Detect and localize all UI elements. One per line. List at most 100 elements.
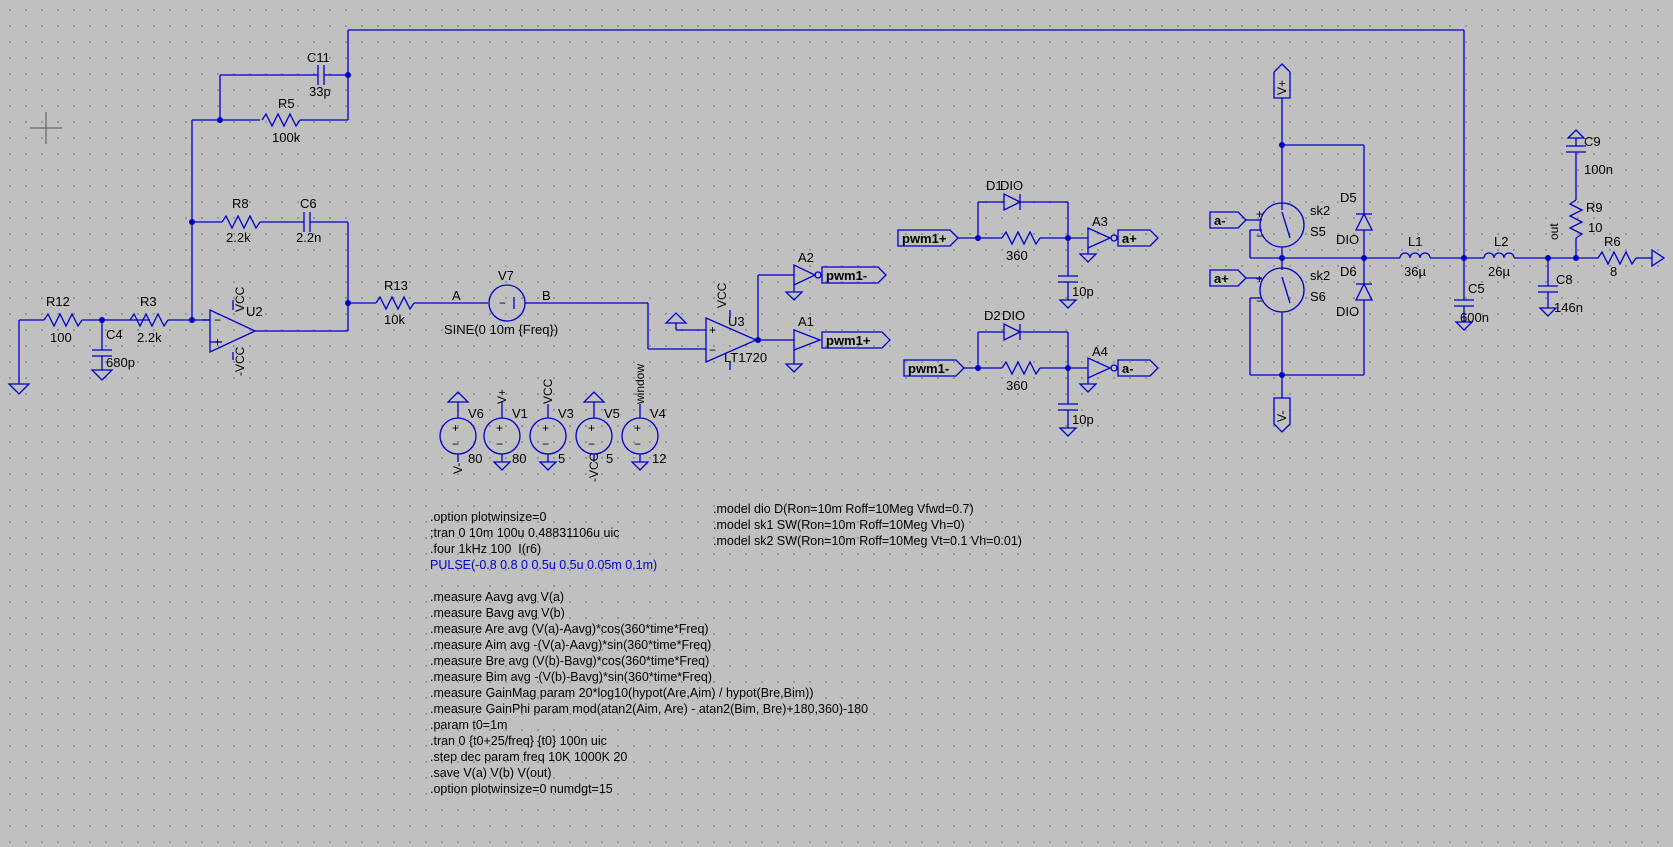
voltage-source-v5[interactable]: + − V5 5 -VCC <box>575 391 620 482</box>
inverter-a3[interactable]: A3 <box>1078 214 1118 263</box>
spice-directives-right[interactable]: .model dio D(Ron=10m Roff=10Meg Vfwd=0.7… <box>713 501 1022 549</box>
inductor-l1[interactable]: L1 36µ <box>1399 234 1464 279</box>
spice-directive-line[interactable]: .measure GainPhi param mod(atan2(Aim, Ar… <box>430 702 869 716</box>
spice-directive-line[interactable]: .measure Bavg avg V(b) <box>430 606 565 620</box>
netlabel-pwm1-minus-a2[interactable]: pwm1- <box>821 266 887 284</box>
voltage-source-v7[interactable]: − V7 SINE(0 10m {Freq}) <box>444 268 648 337</box>
opamp-u2[interactable]: − + U2 VCC -VCC <box>202 286 348 376</box>
capacitor-c8[interactable]: C8 146n <box>1538 258 1583 317</box>
spice-directive-line[interactable]: .four 1kHz 100 I(r6) <box>430 542 542 556</box>
spice-directives-left[interactable]: .option plotwinsize=0 ;tran 0 10m 100u 0.… <box>430 509 868 797</box>
inverter-a4[interactable]: A4 <box>1078 344 1118 393</box>
spice-directive-line[interactable]: .model sk1 SW(Ron=10m Roff=10Meg Vh=0) <box>713 518 965 532</box>
capacitor-c9[interactable]: C9 100n <box>1566 129 1613 200</box>
voltage-source-v3[interactable]: + − V3 5 VCC <box>529 378 574 471</box>
spice-directive-line[interactable]: PULSE(-0.8 0.8 0 0.5u 0.5u 0.05m 0.1m) <box>430 558 658 572</box>
resistor-r5[interactable]: R5 100k <box>261 96 348 145</box>
resistor-r3[interactable]: R3 2.2k <box>129 294 210 345</box>
resistor-r13[interactable]: R13 10k <box>375 278 488 327</box>
spice-directive-line[interactable]: .step dec param freq 10K 1000K 20 <box>430 750 628 764</box>
u3-label: U3 <box>728 314 745 329</box>
comparator-u3[interactable]: + − U3 LT1720 VCC <box>705 282 794 370</box>
d6-label: D6 <box>1340 264 1357 279</box>
spice-directive-line[interactable]: .measure GainMag param 20*log10(hypot(Ar… <box>430 686 814 700</box>
resistor-driver1[interactable]: 360 <box>1001 230 1068 263</box>
capacitor-driver1[interactable]: 10p <box>1058 238 1094 309</box>
netlabel-pwm1-plus-a1[interactable]: pwm1+ <box>821 331 891 349</box>
u2-vee: -VCC <box>233 346 247 376</box>
voltage-source-v1[interactable]: + − V1 80 V+ <box>483 389 528 471</box>
spice-directive-line[interactable]: .measure Bim avg -(V(b)-Bavg)*sin(360*ti… <box>430 670 713 684</box>
r3-label: R3 <box>140 294 157 309</box>
d1-label: D1 <box>986 178 1003 193</box>
netlabel-pwm1-minus-in[interactable]: pwm1- <box>903 359 965 377</box>
svg-text:360: 360 <box>1006 248 1028 263</box>
capacitor-c4[interactable]: C4 680p <box>90 320 135 381</box>
spice-directive-line[interactable]: .option plotwinsize=0 numdgt=15 <box>430 782 613 796</box>
c11-value: 33p <box>309 84 331 99</box>
spice-directive-line[interactable]: .measure Are avg (V(a)-Aavg)*cos(360*tim… <box>430 622 709 636</box>
netlabel-a-minus-out[interactable]: a- <box>1117 359 1159 377</box>
spice-directive-line[interactable]: .option plotwinsize=0 <box>430 510 547 524</box>
voltage-source-v6[interactable]: + − V6 80 V- <box>439 391 484 474</box>
c6-label: C6 <box>300 196 317 211</box>
spice-directive-line[interactable] <box>430 573 868 589</box>
netlabel-a-plus-out[interactable]: a+ <box>1117 229 1159 247</box>
inductor-l2[interactable]: L2 26µ <box>1483 234 1598 279</box>
resistor-r6[interactable]: R6 8 <box>1597 234 1666 279</box>
capacitor-c5[interactable]: C5 600n <box>1454 258 1489 331</box>
svg-text:-VCC: -VCC <box>587 452 601 482</box>
u2-label: U2 <box>246 304 263 319</box>
svg-text:pwm1+: pwm1+ <box>902 231 947 246</box>
svg-text:a+: a+ <box>1122 231 1137 246</box>
spice-directive-line[interactable]: .model dio D(Ron=10m Roff=10Meg Vfwd=0.7… <box>713 502 974 516</box>
svg-text:+: + <box>214 335 221 349</box>
spice-directive-line[interactable]: .tran 0 {t0+25/freq} {t0} 100n uic <box>430 734 607 748</box>
buffer-a1[interactable]: A1 <box>784 314 822 373</box>
switch-s5[interactable]: + − sk2 S5 <box>1256 202 1330 248</box>
r8-value: 2.2k <box>226 230 251 245</box>
switch-s6[interactable]: + − sk2 S6 <box>1256 267 1330 313</box>
svg-text:V4: V4 <box>650 406 666 421</box>
capacitor-c6[interactable]: C6 2.2n <box>296 196 348 245</box>
v7-label: V7 <box>498 268 514 283</box>
svg-text:a-: a- <box>1122 361 1134 376</box>
r5-label: R5 <box>278 96 295 111</box>
spice-directive-line[interactable]: ;tran 0 10m 100u 0.48831106u uic <box>430 526 620 540</box>
spice-directive-line[interactable]: .measure Aavg avg V(a) <box>430 590 565 604</box>
diode-d1[interactable]: D1 DIO <box>986 178 1068 212</box>
l2-label: L2 <box>1494 234 1508 249</box>
netlabel-pwm1-plus-in[interactable]: pwm1+ <box>897 229 959 247</box>
svg-text:80: 80 <box>512 451 526 466</box>
netlabel-vminus[interactable]: V- <box>1273 397 1291 433</box>
diode-d2[interactable]: D2 DIO <box>984 308 1068 342</box>
r12-value: 100 <box>50 330 72 345</box>
buffer-a2[interactable]: A2 <box>784 250 822 301</box>
c4-label: C4 <box>106 327 123 342</box>
c5-value: 600n <box>1460 310 1489 325</box>
netlabel-a-plus-s6[interactable]: a+ <box>1209 269 1247 287</box>
netlabel-vplus[interactable]: V+ <box>1273 63 1291 99</box>
c9-value: 100n <box>1584 162 1613 177</box>
crosshair-cursor-icon <box>30 112 62 144</box>
resistor-driver2[interactable]: 360 <box>1001 360 1068 393</box>
svg-text:+: + <box>588 421 595 435</box>
voltage-source-v4[interactable]: + − V4 12 window <box>621 364 666 471</box>
spice-directive-line[interactable]: .measure Bre avg (V(b)-Bavg)*cos(360*tim… <box>430 654 710 668</box>
diode-d6[interactable]: D6 DIO <box>1336 258 1374 375</box>
spice-directive-line[interactable]: .save V(a) V(b) V(out) <box>430 766 552 780</box>
svg-text:+: + <box>1256 272 1263 286</box>
capacitor-driver2[interactable]: 10p <box>1058 368 1094 437</box>
resistor-r8[interactable]: R8 2.2k <box>221 196 304 245</box>
netlabel-a-minus-s5[interactable]: a- <box>1209 211 1247 229</box>
resistor-r12[interactable]: R12 100 <box>19 294 150 345</box>
spice-directive-line[interactable]: .model sk2 SW(Ron=10m Roff=10Meg Vt=0.1 … <box>713 534 1022 548</box>
spice-directive-line[interactable]: .param t0=1m <box>430 718 508 732</box>
diode-d5[interactable]: D5 DIO <box>1336 190 1374 258</box>
r5-value: 100k <box>272 130 301 145</box>
r12-label: R12 <box>46 294 70 309</box>
resistor-r9[interactable]: R9 10 <box>1568 199 1603 258</box>
spice-directive-line[interactable]: .measure Aim avg -(V(a)-Aavg)*sin(360*ti… <box>430 638 712 652</box>
capacitor-c11[interactable]: C11 33p <box>307 50 348 99</box>
